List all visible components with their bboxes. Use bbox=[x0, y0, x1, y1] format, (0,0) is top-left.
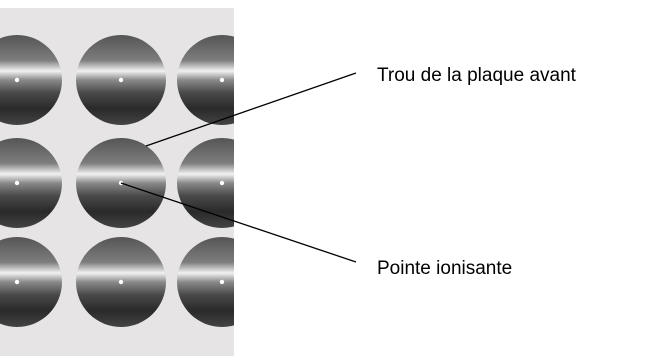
leader-line-ionizing-tip bbox=[120, 182, 357, 263]
front-plate-holes bbox=[0, 35, 234, 327]
front-plate-hole bbox=[0, 237, 62, 327]
ionizing-tip bbox=[219, 77, 225, 83]
ionizing-tip bbox=[14, 279, 20, 285]
ionizing-tip bbox=[219, 180, 225, 186]
front-plate-hole bbox=[177, 138, 234, 228]
ionizing-tip bbox=[118, 77, 124, 83]
front-plate-hole bbox=[0, 138, 62, 228]
ionizing-tip-label: Pointe ionisante bbox=[377, 258, 513, 279]
ionizing-tip bbox=[14, 77, 20, 83]
front-plate-hole bbox=[177, 35, 234, 125]
front-plate-hole bbox=[0, 35, 62, 125]
ionizing-tip bbox=[219, 279, 225, 285]
front-plate-hole bbox=[177, 237, 234, 327]
ionizing-tip bbox=[14, 180, 20, 186]
ionizing-tip bbox=[118, 279, 124, 285]
leader-line-front-plate-hole bbox=[145, 72, 357, 147]
front-plate-hole-label: Trou de la plaque avant bbox=[377, 65, 576, 86]
